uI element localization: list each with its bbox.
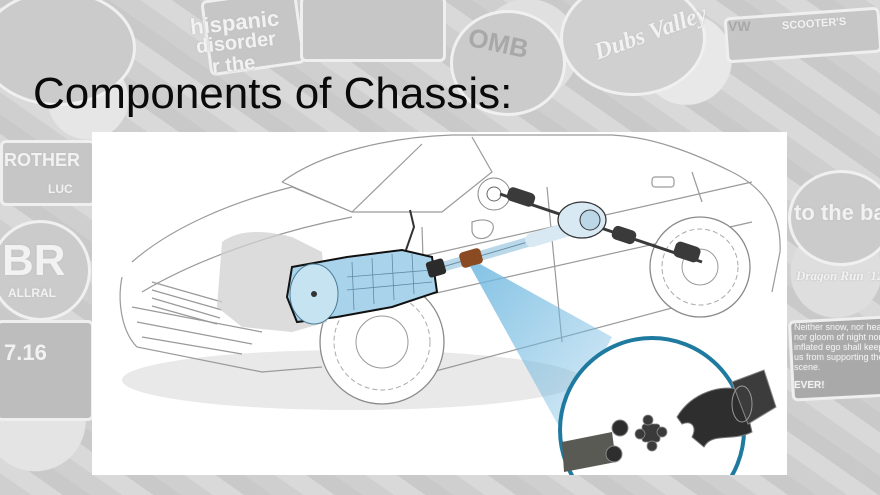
sticker-text: VW <box>728 18 751 34</box>
chassis-illustration <box>92 132 787 475</box>
br-sticker-shape <box>0 220 91 321</box>
omb-sticker-shape <box>450 10 566 116</box>
rear-axle <box>499 187 703 264</box>
sticker-text: Dragon Run '12 <box>796 268 880 283</box>
sticker-text: LUC <box>48 182 73 196</box>
slide-title: Components of Chassis: <box>33 69 513 118</box>
transmission <box>285 248 439 325</box>
rother-sticker-shape <box>0 140 96 206</box>
sticker-text: BR <box>2 236 66 285</box>
far-wheel-hub <box>477 177 511 211</box>
sticker-text: Neither snow, nor heat, nor gloom of nig… <box>794 322 880 372</box>
gear-lever <box>405 209 416 251</box>
bash-sticker-shape <box>788 170 880 266</box>
universal-joint-callout <box>558 336 777 475</box>
city-sticker-shape <box>300 0 446 62</box>
propeller-shaft <box>425 221 579 278</box>
rear-wheel <box>649 216 751 318</box>
sticker-text: EVER! <box>794 380 825 391</box>
dubs-valley-sticker-shape <box>560 0 706 96</box>
sticker-text: ALLRAL <box>8 286 56 300</box>
sticker-text: 7.16 <box>4 340 47 365</box>
sticker-text: to the bash <box>794 200 880 225</box>
sticker-text: ROTHER <box>4 150 80 170</box>
scooters-sticker-shape <box>723 6 880 64</box>
shaft-coupling <box>459 248 483 268</box>
city-building-sticker-shape <box>0 320 94 421</box>
car-sticker-shape <box>0 0 136 106</box>
